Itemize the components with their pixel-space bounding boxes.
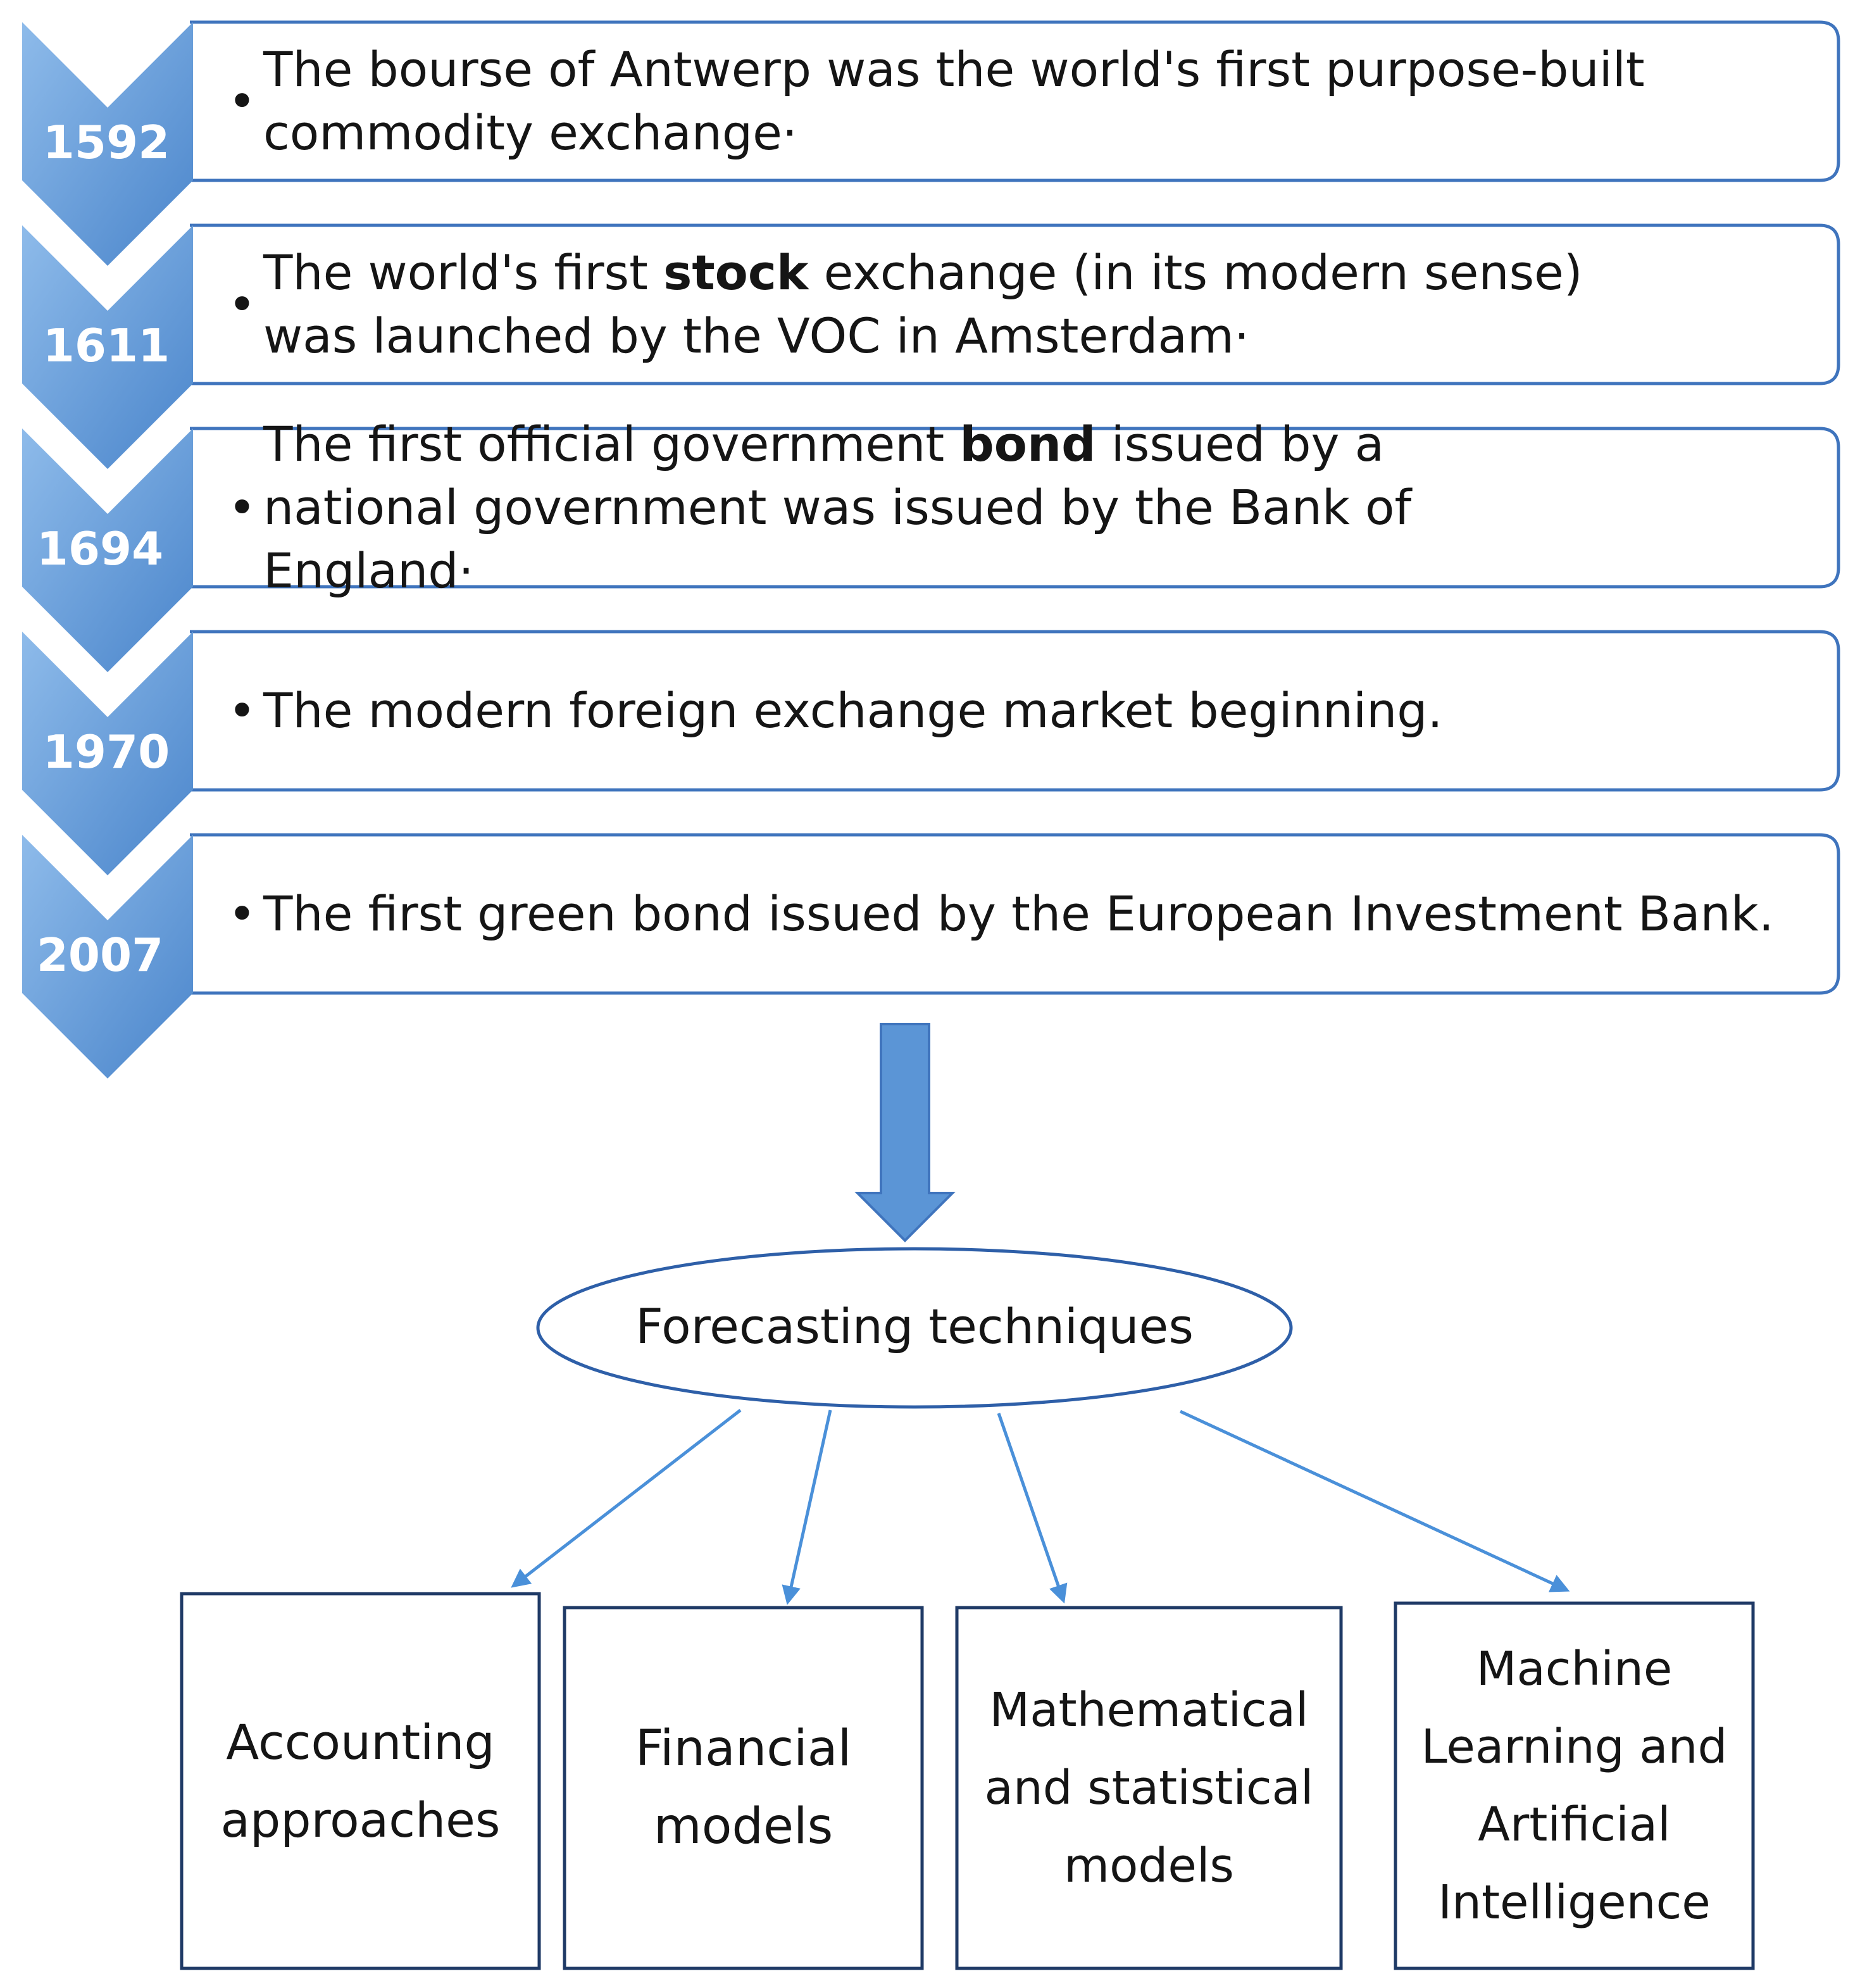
category-label-machine-learning: Machine Learning and Artificial Intellig… — [1421, 1641, 1728, 1930]
bullet-icon: • — [228, 73, 256, 129]
event-text-2007: • The first green bond issued by the Eur… — [228, 851, 1810, 977]
timeline-event-boxes — [190, 20, 1840, 995]
event-text-bold: bond — [959, 416, 1096, 472]
event-box-1611 — [190, 223, 1840, 385]
event-text-1694: • The first official government bond iss… — [228, 416, 1810, 599]
connector-machine-learning — [1179, 1410, 1570, 1592]
category-label-mathematical: Mathematical and statistical models — [984, 1682, 1314, 1893]
bullet-icon: • — [228, 479, 256, 535]
chevron-1970 — [22, 632, 193, 875]
connector-mathematical — [997, 1413, 1068, 1604]
chevron-2007 — [22, 835, 193, 1078]
bullet-icon: • — [228, 276, 256, 332]
connector-accounting — [511, 1409, 742, 1588]
forecasting-ellipse — [536, 1247, 1293, 1409]
category-box-machine-learning — [1394, 1601, 1755, 1970]
bullet-icon: • — [228, 682, 256, 739]
category-boxes — [180, 1592, 1755, 1970]
event-text-1611: • The world's first stock exchange (in i… — [228, 241, 1810, 368]
year-label-1970: 1970 — [43, 725, 170, 778]
event-text-part: The first official government — [263, 416, 960, 472]
event-box-1592 — [190, 20, 1840, 182]
event-text-part: commodity exchange· — [263, 104, 798, 161]
event-text-part: exchange (in its modern sense) was launc… — [263, 244, 1583, 364]
category-label-accounting: Accounting approaches — [220, 1714, 501, 1848]
year-label-2007: 2007 — [37, 928, 163, 982]
event-text-part: issued by a national government was issu… — [263, 416, 1412, 599]
event-text-part: The first green bond issued by the Europ… — [263, 885, 1774, 942]
chevron-1611 — [22, 225, 193, 469]
year-label-1611: 1611 — [43, 319, 170, 372]
event-text-part: The world's first — [263, 244, 664, 301]
category-box-mathematical — [955, 1606, 1343, 1970]
event-text-part: The modern foreign exchange market begin… — [263, 682, 1443, 739]
category-box-financial — [563, 1606, 924, 1970]
year-label-1694: 1694 — [37, 522, 163, 575]
bullet-icon: • — [228, 885, 256, 942]
connector-financial — [782, 1410, 832, 1605]
event-text-1592: • The bourse of Antwerp was the world's … — [228, 38, 1810, 165]
event-text-bold: stock — [663, 244, 809, 301]
event-text-part: The bourse of Antwerp was the world's fi… — [263, 41, 1645, 97]
category-connectors — [511, 1409, 1570, 1605]
category-box-accounting — [180, 1592, 541, 1970]
event-box-1694 — [190, 427, 1840, 589]
timeline-chevrons — [22, 22, 193, 1078]
year-label-1592: 1592 — [43, 116, 170, 169]
chevron-1694 — [22, 428, 193, 672]
event-text-1970: • The modern foreign exchange market beg… — [228, 647, 1810, 774]
down-arrow-icon — [854, 1023, 956, 1242]
chevron-1592 — [22, 22, 193, 266]
forecasting-techniques-label: Forecasting techniques — [635, 1297, 1194, 1354]
event-box-1970 — [190, 630, 1840, 792]
event-box-2007 — [190, 833, 1840, 995]
category-label-financial: Financial models — [635, 1720, 852, 1855]
